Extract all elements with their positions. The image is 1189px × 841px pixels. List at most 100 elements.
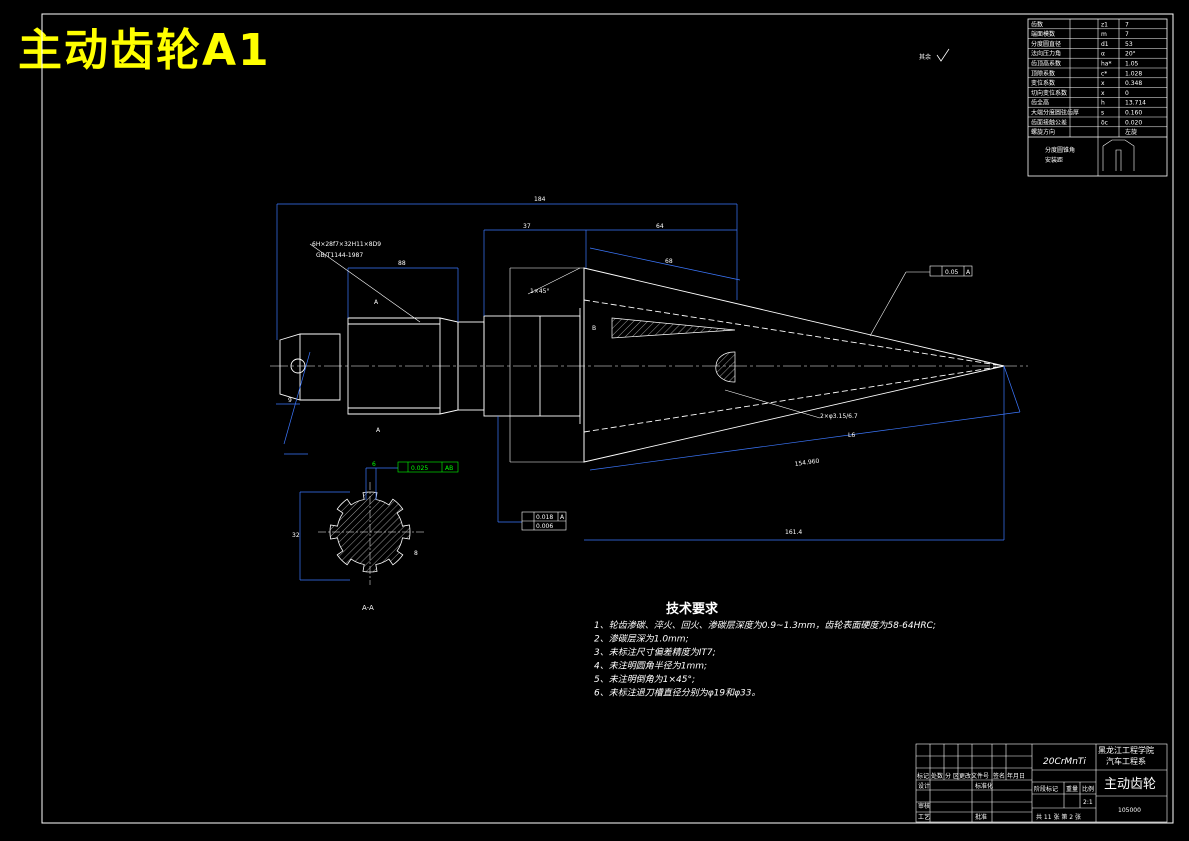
dim-68: 68 [665, 258, 673, 265]
svg-text:设计: 设计 [918, 782, 930, 790]
param-name: 顶隙系数 [1031, 69, 1055, 77]
title-block-text: 标记 处数 分 区 更改文件号 签名 年月日 设计 标准化 审核 工艺 批准 阶… [917, 745, 1156, 821]
dim-8: 8 [414, 550, 418, 557]
shaft-profile [270, 267, 1028, 463]
param-name: 螺旋方向 [1031, 128, 1055, 136]
param-sym: m [1101, 31, 1107, 38]
param-val: 1.028 [1125, 70, 1142, 77]
dim-64: 64 [656, 223, 664, 230]
tolerance-frame-cone: 0.05 A [929, 265, 973, 277]
drawing-title: 主动齿轮A1 [18, 25, 271, 76]
section-mark-bottom: A [376, 427, 381, 434]
param-val: 0.020 [1125, 119, 1142, 126]
section-aa: 32 6 0.025 AB A-A 8 [292, 461, 459, 612]
roughness-symbol-icon [936, 48, 950, 62]
tech-item: 2、渗碳层深为1.0mm; [594, 634, 689, 645]
param-sym: x [1101, 80, 1105, 87]
svg-text:0.025: 0.025 [411, 465, 428, 472]
dim-88: 88 [398, 260, 406, 267]
tech-item: 3、未标注尺寸偏差精度为IT7; [594, 647, 716, 658]
center-hole-tag: L6 [848, 432, 855, 439]
param-name: 端面模数 [1031, 30, 1055, 38]
tolerance-frame-position: 0.025 AB [397, 461, 459, 473]
svg-text:AB: AB [445, 465, 453, 472]
dim-37: 37 [523, 223, 531, 230]
dim-32: 32 [292, 532, 300, 539]
center-hole-hatch [715, 351, 736, 383]
svg-text:工艺: 工艺 [918, 813, 930, 821]
svg-text:处数: 处数 [931, 772, 943, 780]
svg-text:0.05: 0.05 [945, 269, 959, 276]
dim-9: 9 [288, 397, 292, 404]
section-title: A-A [362, 604, 374, 612]
param-sym: ha* [1101, 61, 1111, 68]
param-val: 0.160 [1125, 110, 1142, 117]
material: 20CrMnTi [1043, 757, 1086, 767]
sheet-info: 共 11 张 第 2 张 [1036, 813, 1081, 821]
part-name: 主动齿轮 [1104, 777, 1156, 792]
drawing-frame [41, 13, 1174, 824]
center-hole-note: 2×φ3.15/6.7 [820, 413, 858, 420]
param-val: 0 [1125, 90, 1129, 97]
tech-item: 5、未注明倒角为1×45°; [594, 674, 695, 685]
svg-text:标记: 标记 [917, 772, 929, 780]
svg-text:0.006: 0.006 [536, 523, 553, 530]
drawing-number: 105000 [1118, 807, 1141, 814]
title-block [915, 743, 1168, 823]
dim-bottom-length: 161.4 [785, 529, 802, 536]
params-footer-1: 分度圆锥角 [1045, 146, 1075, 154]
param-sym: x [1101, 90, 1105, 97]
param-sym: d1 [1101, 41, 1109, 48]
param-val: 1.05 [1125, 61, 1139, 68]
svg-text:审核: 审核 [918, 802, 930, 810]
tech-item: 6、未标注退刀槽直径分别为φ19和φ33。 [594, 688, 761, 699]
svg-text:标准化: 标准化 [975, 782, 993, 790]
param-sym: α [1101, 51, 1105, 58]
param-name: 分度圆直径 [1031, 40, 1061, 48]
tolerance-frame-runout: 0.018 A 0.006 [521, 511, 567, 531]
roughness-label: 其余 [919, 53, 931, 61]
mark-b: B [592, 325, 596, 332]
svg-text:比例: 比例 [1082, 785, 1094, 793]
param-name: 齿顶高系数 [1031, 60, 1061, 68]
param-sym: h [1101, 100, 1105, 107]
param-name: 切向变位系数 [1031, 89, 1067, 97]
tooth-section-hatch [611, 317, 736, 339]
tech-item: 1、轮齿渗碳、淬火、回火、渗碳层深度为0.9~1.3mm，齿轮表面硬度为58-6… [594, 620, 936, 631]
svg-text:签名: 签名 [993, 772, 1005, 780]
department-name: 汽车工程系 [1106, 756, 1146, 766]
dim-overall-length: 184 [534, 196, 546, 203]
param-name: 变位系数 [1031, 79, 1055, 87]
dim-slant-length: 154.960 [794, 458, 820, 468]
param-val: 0.348 [1125, 80, 1142, 87]
svg-text:0.018: 0.018 [536, 514, 553, 521]
svg-text:分 区: 分 区 [945, 772, 959, 780]
chamfer-note: 1×45° [530, 288, 549, 295]
param-name: 齿数 [1031, 20, 1043, 28]
svg-text:A: A [560, 514, 565, 521]
svg-text:重量: 重量 [1066, 785, 1078, 793]
param-sym: s [1101, 110, 1104, 117]
param-sym: δc [1101, 119, 1108, 126]
param-val: 20° [1125, 51, 1136, 58]
tech-title: 技术要求 [666, 601, 719, 617]
dim-6: 6 [372, 461, 376, 468]
svg-text:阶段标记: 阶段标记 [1034, 785, 1058, 793]
param-name: 法向压力角 [1031, 50, 1061, 58]
spline-spec: 6H×28f7×32H11×8D9 [312, 241, 381, 248]
svg-text:更改文件号: 更改文件号 [959, 772, 989, 780]
param-name: 齿全高 [1031, 99, 1049, 107]
scale: 2:1 [1083, 799, 1093, 806]
school-name: 黑龙江工程学院 [1098, 745, 1154, 755]
params-footer-2: 安装距 [1045, 156, 1063, 164]
leader-lines [309, 243, 930, 419]
param-name: 齿面接触公差 [1031, 118, 1067, 126]
param-sym: z1 [1101, 21, 1108, 28]
dimension-lines [276, 203, 1021, 541]
svg-text:批准: 批准 [975, 813, 987, 821]
section-mark-top: A [374, 299, 379, 306]
param-val: 7 [1125, 31, 1129, 38]
param-name: 大端分度圆弦齿厚 [1031, 109, 1079, 117]
